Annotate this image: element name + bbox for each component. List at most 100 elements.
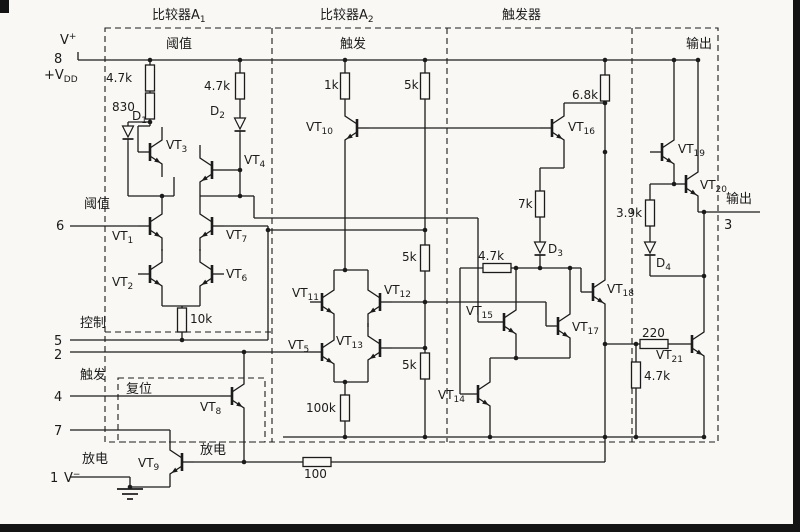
label-pin-6: 6 bbox=[56, 219, 64, 234]
label-vt2: VT2 bbox=[112, 275, 133, 292]
label-r-4p7k-d: 4.7k bbox=[644, 369, 670, 383]
junction-dot bbox=[602, 100, 608, 106]
transistor-vt21 bbox=[680, 319, 705, 369]
transistor-vt18 bbox=[581, 267, 606, 317]
scan-edge-artifact bbox=[793, 0, 800, 532]
resistor-6.8k bbox=[599, 74, 611, 102]
junction-dot bbox=[342, 57, 348, 63]
label-r-830: 830 bbox=[112, 100, 135, 114]
label-trigger-left: 触发 bbox=[80, 367, 106, 383]
junction-dot bbox=[147, 57, 153, 63]
junction-dot bbox=[147, 119, 153, 125]
junction-dot bbox=[602, 341, 608, 347]
label-vt3: VT3 bbox=[166, 138, 187, 155]
scan-edge-artifact bbox=[0, 0, 9, 13]
label-vt17: VT17 bbox=[572, 320, 599, 337]
label-threshold-top: 阈值 bbox=[166, 36, 192, 52]
junction-dot bbox=[537, 265, 543, 271]
junction-dot bbox=[671, 57, 677, 63]
junction-dot bbox=[422, 227, 428, 233]
transistor-vt6 bbox=[199, 249, 224, 299]
scan-edge-artifact bbox=[0, 524, 800, 532]
transistor-vt19 bbox=[650, 127, 675, 177]
label-r-10k: 10k bbox=[190, 312, 212, 326]
label-r-1k: 1k bbox=[324, 78, 339, 92]
label-pin-8: 8 bbox=[54, 52, 62, 67]
label-vt15: VT15 bbox=[466, 304, 493, 321]
transistor-vt17 bbox=[546, 301, 571, 351]
junction-dot bbox=[701, 434, 707, 440]
resistor-1k bbox=[339, 72, 351, 100]
label-section-flipflop: 触发器 bbox=[502, 7, 541, 23]
resistor-4.7k-c bbox=[482, 262, 512, 274]
label-section-comparator-a2: 比较器A2 bbox=[320, 8, 374, 25]
transistor-vt20 bbox=[674, 159, 699, 209]
label-discharge-right: 放电 bbox=[200, 443, 226, 458]
transistor-vt7 bbox=[199, 201, 224, 251]
label-v-plus: V+ bbox=[60, 32, 76, 48]
junction-dot bbox=[342, 379, 348, 385]
junction-dot bbox=[422, 345, 428, 351]
junction-dot bbox=[342, 267, 348, 273]
label-vt10: VT10 bbox=[306, 120, 333, 137]
main-circuit-boundary bbox=[104, 27, 719, 443]
label-r-4p7k-b: 4.7k bbox=[204, 79, 230, 93]
junction-dot bbox=[237, 193, 243, 199]
junction-dot bbox=[701, 209, 707, 215]
transistor-vt15 bbox=[492, 297, 517, 347]
label-vdd: +VDD bbox=[44, 68, 78, 85]
junction-dot bbox=[237, 57, 243, 63]
transistor-vt8 bbox=[220, 371, 245, 421]
label-d4: D4 bbox=[656, 256, 671, 273]
junction-dot bbox=[241, 459, 247, 465]
label-vt12: VT12 bbox=[384, 283, 411, 300]
resistor-220 bbox=[639, 338, 669, 350]
label-pin-5: 5 bbox=[54, 334, 62, 349]
junction-dot bbox=[487, 434, 493, 440]
label-vt14: VT14 bbox=[438, 388, 465, 405]
junction-dot bbox=[567, 265, 573, 271]
resistor-100 bbox=[302, 456, 332, 468]
label-d3: D3 bbox=[548, 242, 563, 259]
resistor-4.7k-a bbox=[144, 64, 156, 92]
label-r-4p7k-c: 4.7k bbox=[478, 249, 504, 263]
label-vt8: VT8 bbox=[200, 400, 222, 417]
transistor-vt13 bbox=[367, 323, 392, 373]
label-r-220: 220 bbox=[642, 326, 665, 340]
label-vt19: VT19 bbox=[678, 142, 705, 159]
diode-d1 bbox=[121, 125, 135, 142]
resistor-3.9k bbox=[644, 199, 656, 227]
junction-dot bbox=[602, 149, 608, 155]
label-section-comparator-a1: 比较器A1 bbox=[152, 8, 206, 25]
transistor-vt10 bbox=[344, 103, 369, 153]
reset-block-boundary bbox=[117, 377, 266, 443]
label-pin-3: 3 bbox=[724, 218, 732, 233]
label-vt16: VT16 bbox=[568, 120, 595, 137]
resistor-5k-1 bbox=[419, 72, 431, 100]
transistor-vt2 bbox=[138, 249, 163, 299]
label-discharge-left: 放电 bbox=[82, 452, 108, 467]
transistor-vt4 bbox=[199, 145, 224, 195]
junction-dot bbox=[241, 349, 247, 355]
label-vt13: VT13 bbox=[336, 334, 363, 351]
junction-dot bbox=[513, 265, 519, 271]
label-r-100: 100 bbox=[304, 467, 327, 481]
label-threshold-left: 阈值 bbox=[84, 196, 110, 212]
resistor-4.7k-d bbox=[630, 361, 642, 389]
junction-dot bbox=[342, 434, 348, 440]
label-r-6p8k: 6.8k bbox=[572, 88, 598, 102]
label-vt7: VT7 bbox=[226, 228, 247, 245]
junction-dot bbox=[159, 193, 165, 199]
label-r-4p7k-a: 4.7k bbox=[106, 71, 132, 85]
transistor-vt12 bbox=[367, 277, 392, 327]
label-section-output: 输出 bbox=[686, 36, 712, 52]
label-r-5k-2: 5k bbox=[402, 250, 417, 264]
label-vt18: VT18 bbox=[607, 282, 634, 299]
resistor-5k-2 bbox=[419, 244, 431, 272]
label-vt21: VT21 bbox=[656, 348, 683, 365]
junction-dot bbox=[633, 434, 639, 440]
label-vt20: VT20 bbox=[700, 178, 727, 195]
label-control-left: 控制 bbox=[80, 316, 106, 331]
